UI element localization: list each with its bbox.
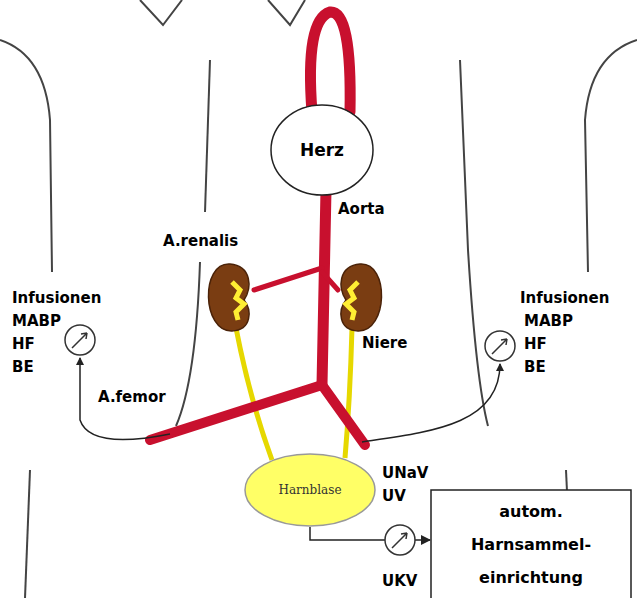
annotation-label: A.renalis <box>163 232 238 250</box>
annotation-label: UKV <box>382 572 417 590</box>
annotation-label: A.femor <box>98 388 166 406</box>
gauge-symbol <box>385 525 415 555</box>
annotation-label: Aorta <box>338 200 385 218</box>
annotation-label: Infusionen <box>12 289 101 307</box>
annotation-label: Infusionen <box>520 289 609 307</box>
node-text: Herz <box>300 140 344 160</box>
node-text: Harnblase <box>278 483 341 497</box>
gauge-symbol <box>485 331 515 361</box>
node-text: autom. Harnsammel- einrichtung <box>461 495 601 594</box>
collector-box-border <box>431 490 631 598</box>
annotation-label: MABP <box>524 312 573 330</box>
gauge-symbol <box>65 325 95 355</box>
annotation-label: HF <box>12 335 35 353</box>
kidney <box>208 264 381 331</box>
bladder-shape: Harnblase <box>244 453 376 527</box>
annotation-label: UV <box>382 487 406 505</box>
annotation-label: BE <box>524 358 546 376</box>
collector-box: autom. Harnsammel- einrichtung <box>430 489 632 598</box>
aorta <box>150 12 365 445</box>
annotation-label: BE <box>12 358 34 376</box>
bladder-shape-border <box>245 454 375 526</box>
measurement-line <box>80 358 500 442</box>
heart-shape: Herz <box>270 104 374 196</box>
heart-shape-border <box>271 105 373 195</box>
annotation-label: MABP <box>12 312 61 330</box>
annotation-label: HF <box>524 335 547 353</box>
annotation-label: UNaV <box>382 464 428 482</box>
annotation-label: Niere <box>362 334 407 352</box>
